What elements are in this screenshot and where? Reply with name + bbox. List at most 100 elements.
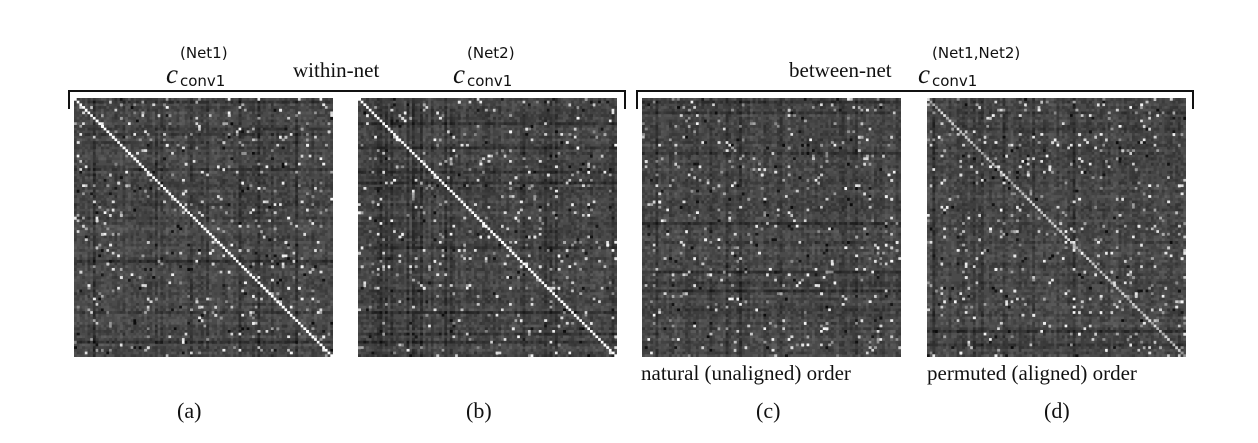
- matrix-cell: [114, 103, 118, 107]
- matrix-cell: [149, 168, 153, 172]
- matrix-cell: [322, 168, 326, 172]
- matrix-cell: [171, 203, 175, 207]
- matrix-cell: [241, 278, 245, 282]
- matrix-cell: [235, 265, 239, 269]
- matrix-cell: [219, 106, 223, 110]
- matrix-cell: [179, 254, 183, 258]
- matrix-cell: [136, 216, 140, 220]
- matrix-cell: [319, 273, 323, 277]
- matrix-cell: [84, 181, 88, 185]
- matrix-cell: [95, 276, 99, 280]
- matrix-cell: [163, 157, 167, 161]
- matrix-cell: [322, 254, 326, 258]
- matrix-cell: [192, 122, 196, 126]
- matrix-cell: [327, 100, 331, 104]
- matrix-cell: [82, 106, 86, 110]
- matrix-cell: [90, 146, 94, 150]
- matrix-cell: [273, 146, 277, 150]
- matrix-cell: [233, 232, 237, 236]
- matrix-cell: [176, 162, 180, 166]
- matrix-cell: [141, 103, 145, 107]
- matrix-cell: [157, 122, 161, 126]
- matrix-cell: [111, 257, 115, 261]
- matrix-cell: [176, 146, 180, 150]
- matrix-cell: [163, 98, 167, 101]
- matrix-cell: [281, 114, 285, 118]
- matrix-cell: [330, 265, 333, 269]
- matrix-cell: [225, 162, 229, 166]
- matrix-cell: [154, 138, 158, 142]
- matrix-cell: [324, 106, 328, 110]
- matrix-cell: [216, 103, 220, 107]
- matrix-cell: [111, 286, 115, 290]
- matrix-cell: [173, 176, 177, 180]
- matrix-cell: [330, 251, 333, 255]
- matrix-cell: [136, 138, 140, 142]
- matrix-cell: [103, 203, 107, 207]
- matrix-cell: [268, 243, 272, 247]
- matrix-cell: [198, 214, 202, 218]
- matrix-cell: [295, 270, 299, 274]
- matrix-cell: [303, 240, 307, 244]
- matrix-cell: [233, 281, 237, 285]
- matrix-cell: [276, 224, 280, 228]
- matrix-cell: [306, 281, 310, 285]
- matrix-cell: [111, 149, 115, 153]
- matrix-cell: [216, 154, 220, 158]
- matrix-cell: [214, 114, 218, 118]
- matrix-cell: [195, 187, 199, 191]
- matrix-cell: [84, 141, 88, 145]
- matrix-cell: [74, 265, 77, 269]
- matrix-cell: [208, 259, 212, 263]
- matrix-cell: [176, 262, 180, 266]
- matrix-cell: [235, 187, 239, 191]
- matrix-cell: [76, 178, 80, 182]
- matrix-cell: [103, 265, 107, 269]
- matrix-cell: [154, 222, 158, 226]
- matrix-cell: [76, 146, 80, 150]
- matrix-cell: [270, 106, 274, 110]
- matrix-cell: [181, 108, 185, 112]
- matrix-cell: [109, 157, 113, 161]
- matrix-cell: [314, 232, 318, 236]
- matrix-cell: [165, 232, 169, 236]
- matrix-cell: [92, 292, 96, 296]
- matrix-cell: [273, 168, 277, 172]
- matrix-cell: [270, 224, 274, 228]
- matrix-cell: [289, 141, 293, 145]
- matrix-cell: [87, 216, 91, 220]
- matrix-cell: [306, 257, 310, 261]
- matrix-cell: [163, 270, 167, 274]
- matrix-cell: [160, 149, 164, 153]
- matrix-cell: [198, 254, 202, 258]
- matrix-cell: [219, 243, 223, 247]
- matrix-cell: [165, 111, 169, 115]
- matrix-cell: [289, 181, 293, 185]
- matrix-cell: [311, 184, 315, 188]
- matrix-cell: [273, 122, 277, 126]
- matrix-cell: [324, 127, 328, 131]
- matrix-cell: [111, 98, 115, 101]
- matrix-cell: [149, 184, 153, 188]
- matrix-cell: [262, 124, 266, 128]
- matrix-cell: [146, 176, 150, 180]
- matrix-cell: [287, 219, 291, 223]
- matrix-cell: [297, 230, 301, 234]
- matrix-cell: [146, 197, 150, 201]
- matrix-cell: [203, 176, 207, 180]
- matrix-cell: [130, 203, 134, 207]
- matrix-cell: [214, 240, 218, 244]
- matrix-cell: [119, 257, 123, 261]
- matrix-cell: [273, 251, 277, 255]
- matrix-cell: [208, 292, 212, 296]
- matrix-cell: [168, 251, 172, 255]
- matrix-cell: [119, 154, 123, 158]
- matrix-cell: [287, 116, 291, 120]
- matrix-cell: [152, 127, 156, 131]
- matrix-cell: [227, 195, 231, 199]
- matrix-cell: [225, 240, 229, 244]
- matrix-cell: [214, 214, 218, 218]
- matrix-cell: [281, 251, 285, 255]
- matrix-cell: [252, 232, 256, 236]
- matrix-cell: [154, 116, 158, 120]
